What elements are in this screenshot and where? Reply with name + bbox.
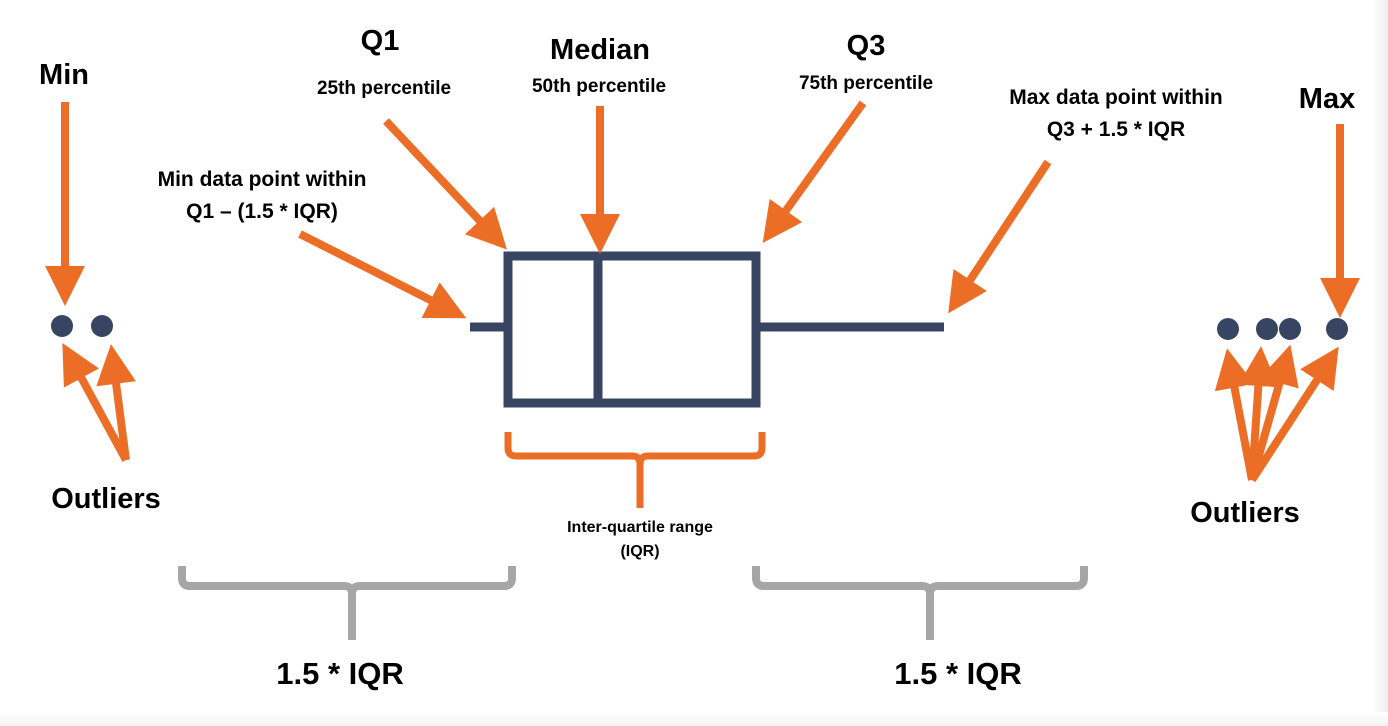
outlier-right-arrow-3 bbox=[1248, 344, 1299, 482]
outlier-left-arrow-2 bbox=[96, 344, 136, 461]
left-range-bracket bbox=[178, 566, 516, 640]
min-label: Min bbox=[39, 59, 89, 91]
outlier-left-arrow-1 bbox=[62, 342, 130, 462]
outliers-right-points bbox=[1217, 318, 1348, 340]
q3-label: Q3 bbox=[847, 30, 886, 62]
median-sublabel: 50th percentile bbox=[532, 76, 666, 97]
iqr-label-line1: Inter-quartile range bbox=[567, 519, 713, 536]
annotation-arrows bbox=[45, 100, 1360, 483]
max-within-line1: Max data point within bbox=[1009, 86, 1223, 109]
iqr-box bbox=[503, 251, 761, 408]
right-range-bracket bbox=[752, 566, 1088, 640]
max-within-line2: Q3 + 1.5 * IQR bbox=[1047, 118, 1185, 141]
max-label: Max bbox=[1299, 83, 1355, 115]
q1-arrow bbox=[383, 118, 507, 250]
page-bottom-edge bbox=[0, 712, 1388, 726]
q1-sublabel: 25th percentile bbox=[317, 78, 451, 99]
q3-arrow bbox=[762, 100, 867, 244]
q1-label: Q1 bbox=[361, 25, 400, 57]
outlier-point bbox=[51, 315, 73, 337]
min-within-arrow bbox=[298, 230, 467, 319]
outlier-right-arrow-4 bbox=[1248, 346, 1339, 483]
page-edge-shadow bbox=[1372, 0, 1388, 726]
median-label: Median bbox=[550, 34, 650, 66]
outlier-point bbox=[91, 315, 113, 337]
iqr-bracket bbox=[504, 432, 766, 508]
outlier-point bbox=[1217, 318, 1239, 340]
right-range-label: 1.5 * IQR bbox=[894, 656, 1022, 691]
iqr-label-line2: (IQR) bbox=[620, 543, 659, 560]
outlier-right-arrow-2 bbox=[1238, 346, 1279, 481]
outlier-point bbox=[1256, 318, 1278, 340]
min-within-line2: Q1 – (1.5 * IQR) bbox=[186, 200, 338, 223]
max-within-arrow bbox=[948, 159, 1052, 314]
range-brackets bbox=[178, 566, 1088, 640]
box-plot bbox=[470, 251, 944, 408]
left-range-label: 1.5 * IQR bbox=[276, 656, 404, 691]
outlier-point bbox=[1279, 318, 1301, 340]
outlier-right-arrow-1 bbox=[1214, 348, 1256, 481]
outlier-point bbox=[1326, 318, 1348, 340]
outliers-left-label: Outliers bbox=[51, 483, 161, 515]
outliers-right-label: Outliers bbox=[1190, 497, 1300, 529]
min-within-line1: Min data point within bbox=[158, 168, 367, 191]
q3-sublabel: 75th percentile bbox=[799, 73, 933, 94]
outliers-left-points bbox=[51, 315, 113, 337]
